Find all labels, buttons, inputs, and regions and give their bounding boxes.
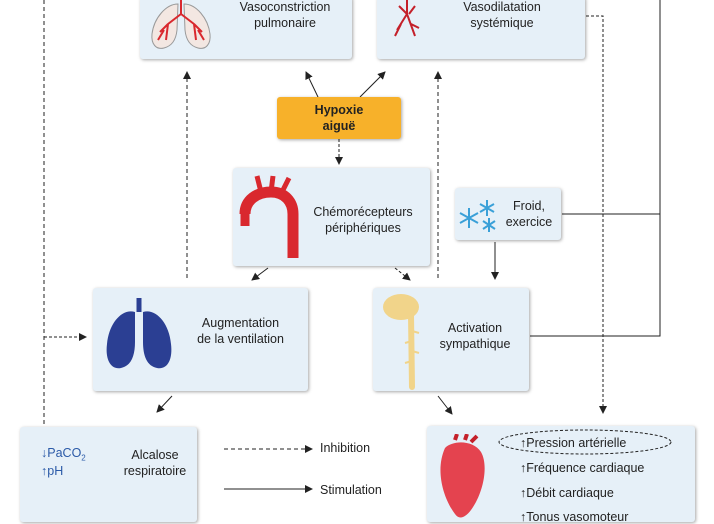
ph-label: pH xyxy=(47,464,64,478)
froid-box: Froid, exercice xyxy=(455,188,561,240)
pressure-highlight-ellipse xyxy=(498,429,672,455)
hypoxie-box: Hypoxie aiguë xyxy=(277,97,401,139)
effect-label: Pression artérielle xyxy=(526,436,627,450)
arrow-chemo-sympathique xyxy=(394,267,411,281)
sympathique-box: Activation sympathique xyxy=(373,288,529,391)
effect-item: ↑Tonus vasomoteur xyxy=(520,510,628,524)
paco2-subscript: 2 xyxy=(81,453,86,463)
spinal-cord-icon xyxy=(383,294,420,390)
ventilation-box: Augmentation de la ventilation xyxy=(93,288,308,391)
chemorecepteurs-label: Chémorécepteurs périphériques xyxy=(313,205,413,235)
up-arrow-icon: ↑ xyxy=(520,461,527,475)
alcalose-box: ↓PaCO2 ↑pH Alcalose respiratoire xyxy=(20,427,197,522)
arrow-sympathique-effects xyxy=(437,395,453,415)
up-arrow-icon: ↑ xyxy=(520,486,527,500)
ventilation-label: Augmentation de la ventilation xyxy=(197,316,284,346)
chemorecepteurs-box: Chémorécepteurs périphériques xyxy=(233,168,430,266)
sympathique-label: Activation sympathique xyxy=(439,321,511,351)
hypoxie-label: Hypoxie aiguë xyxy=(314,103,364,133)
snowflake-icon xyxy=(459,200,496,232)
down-arrow-icon: ↓ xyxy=(41,446,48,460)
heart-icon xyxy=(440,434,485,518)
blood-vessels-icon xyxy=(394,0,420,37)
effects-box xyxy=(427,426,695,522)
up-arrow-icon: ↑ xyxy=(41,464,48,478)
effect-item: ↑Pression artérielle xyxy=(520,436,626,450)
up-arrow-icon: ↑ xyxy=(520,436,527,450)
paco2-marker: ↓PaCO2 xyxy=(41,446,86,463)
arrow-hypoxie-vasodilatation xyxy=(359,71,386,98)
froid-label: Froid, exercice xyxy=(505,199,553,229)
paco2-label: PaCO xyxy=(47,446,82,460)
effect-item: ↑Débit cardiaque xyxy=(520,486,614,500)
arrow-ventilation-alcalose xyxy=(156,395,173,413)
vasodilatation-label: Vasodilatation systémique xyxy=(463,0,541,30)
vasoconstriction-box: Vasoconstriction pulmonaire xyxy=(140,0,352,59)
arrow-chemo-ventilation xyxy=(251,267,269,281)
arrow-hypoxie-vasoconstriction xyxy=(305,71,319,98)
effect-label: Fréquence cardiaque xyxy=(526,461,645,475)
effect-label: Tonus vasomoteur xyxy=(526,510,629,524)
ph-marker: ↑pH xyxy=(41,464,63,478)
legend-stimulation-label: Stimulation xyxy=(320,483,382,497)
vasodilatation-box: Vasodilatation systémique xyxy=(377,0,585,59)
effect-item: ↑Fréquence cardiaque xyxy=(520,461,644,475)
aorta-icon xyxy=(239,175,299,258)
arrow-vasodilatation-effects xyxy=(586,15,607,414)
line-right-feedback xyxy=(530,214,661,337)
lungs-icon xyxy=(151,0,211,49)
legend-inhibition-label: Inhibition xyxy=(320,441,371,455)
alcalose-label: Alcalose respiratoire xyxy=(123,448,187,478)
vasoconstriction-label: Vasoconstriction pulmonaire xyxy=(239,0,331,30)
effect-label: Débit cardiaque xyxy=(526,486,614,500)
lungs-icon-large xyxy=(106,298,172,369)
